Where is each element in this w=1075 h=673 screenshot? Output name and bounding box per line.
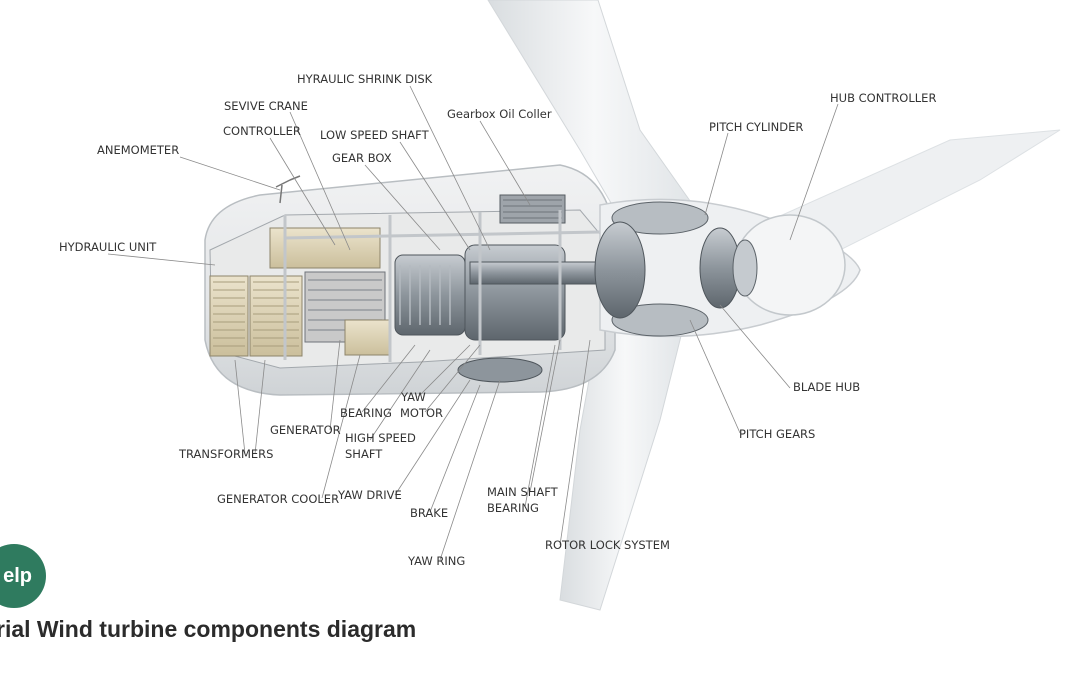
label-main-shaft: MAIN SHAFT bbox=[487, 485, 558, 499]
label-yaw-drive: YAW DRIVE bbox=[338, 488, 402, 502]
label-yaw-ring: YAW RING bbox=[408, 554, 466, 568]
transformers-graphic bbox=[209, 275, 303, 357]
label-high-speed: HIGH SPEED bbox=[345, 431, 416, 445]
help-button[interactable]: elp bbox=[0, 544, 46, 608]
label-generator: GENERATOR bbox=[270, 423, 341, 437]
label-brake: BRAKE bbox=[410, 506, 449, 520]
label-blade-hub: BLADE HUB bbox=[793, 380, 861, 394]
label-sevive-crane: SEVIVE CRANE bbox=[224, 99, 308, 113]
label-generator-cooler: GENERATOR COOLER bbox=[217, 492, 340, 506]
label-shaft: SHAFT bbox=[345, 447, 383, 461]
label-bearing: BEARING bbox=[340, 406, 392, 420]
leader-lines bbox=[107, 85, 839, 561]
anemometer-graphic bbox=[275, 175, 301, 204]
label-low-speed-shaft: LOW SPEED SHAFT bbox=[320, 128, 429, 142]
label-rotor-lock-system: ROTOR LOCK SYSTEM bbox=[545, 538, 670, 552]
label-controller: CONTROLLER bbox=[223, 124, 301, 138]
label-hydraulic-unit: HYDRAULIC UNIT bbox=[59, 240, 157, 254]
label-gearbox-oil-coller: Gearbox Oil Coller bbox=[447, 107, 552, 121]
label-pitch-gears: PITCH GEARS bbox=[739, 427, 816, 441]
label-hub-controller: HUB CONTROLLER bbox=[830, 91, 937, 105]
label-pitch-cylinder: PITCH CYLINDER bbox=[709, 120, 804, 134]
label-hydraulic-shrink-disk: HYRAULIC SHRINK DISK bbox=[297, 72, 433, 86]
label-motor: MOTOR bbox=[400, 406, 444, 420]
label-yaw: YAW bbox=[401, 390, 426, 404]
diagram-caption: rial Wind turbine components diagram bbox=[0, 616, 417, 642]
label-transformers: TRANSFORMERS bbox=[179, 447, 274, 461]
label-gear-box: GEAR BOX bbox=[332, 151, 392, 165]
label-anemometer: ANEMOMETER bbox=[97, 143, 180, 157]
label-main-shaft-bearing: BEARING bbox=[487, 501, 539, 515]
